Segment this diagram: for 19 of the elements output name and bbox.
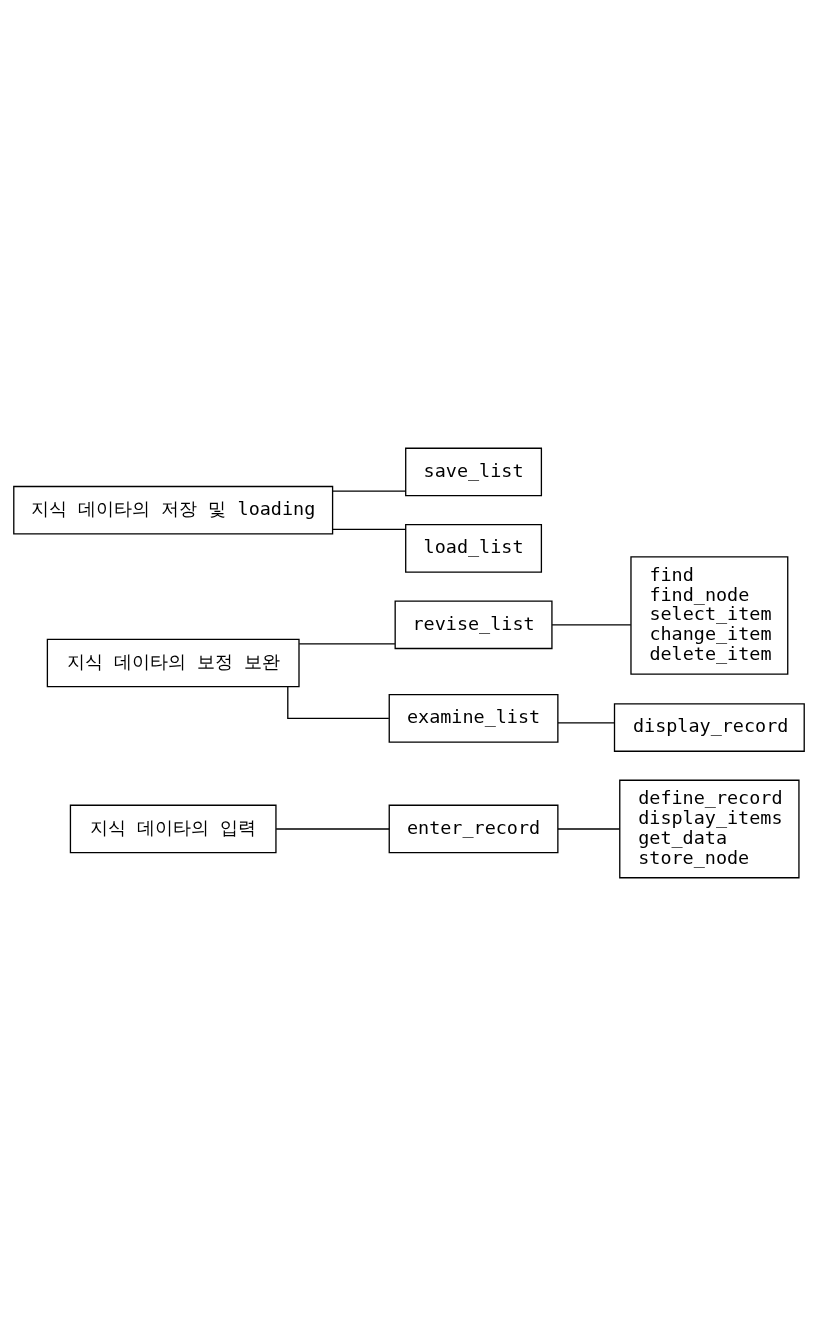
node-box: examine_list — [388, 693, 559, 743]
connector — [331, 528, 407, 530]
node-box: enter_record — [388, 804, 559, 854]
node-box: 지식 데이타의 저장 및 loading — [13, 485, 334, 535]
connector — [275, 828, 390, 830]
connector — [331, 490, 407, 492]
connector — [298, 643, 396, 645]
connector — [557, 722, 615, 724]
node-box: 지식 데이타의 보정 보완 — [46, 638, 300, 688]
node-box: display_record — [613, 703, 805, 752]
node-box: revise_list — [394, 600, 553, 650]
node-box: define_record display_items get_data store_node — [619, 779, 800, 879]
connector — [551, 624, 632, 626]
node-box: find find_node select_item change_item delete_item — [630, 556, 789, 675]
node-box: load_list — [405, 524, 543, 573]
connector — [557, 828, 621, 830]
connector — [287, 686, 390, 719]
node-box: save_list — [405, 447, 543, 497]
node-box: 지식 데이타의 입력 — [69, 804, 277, 854]
